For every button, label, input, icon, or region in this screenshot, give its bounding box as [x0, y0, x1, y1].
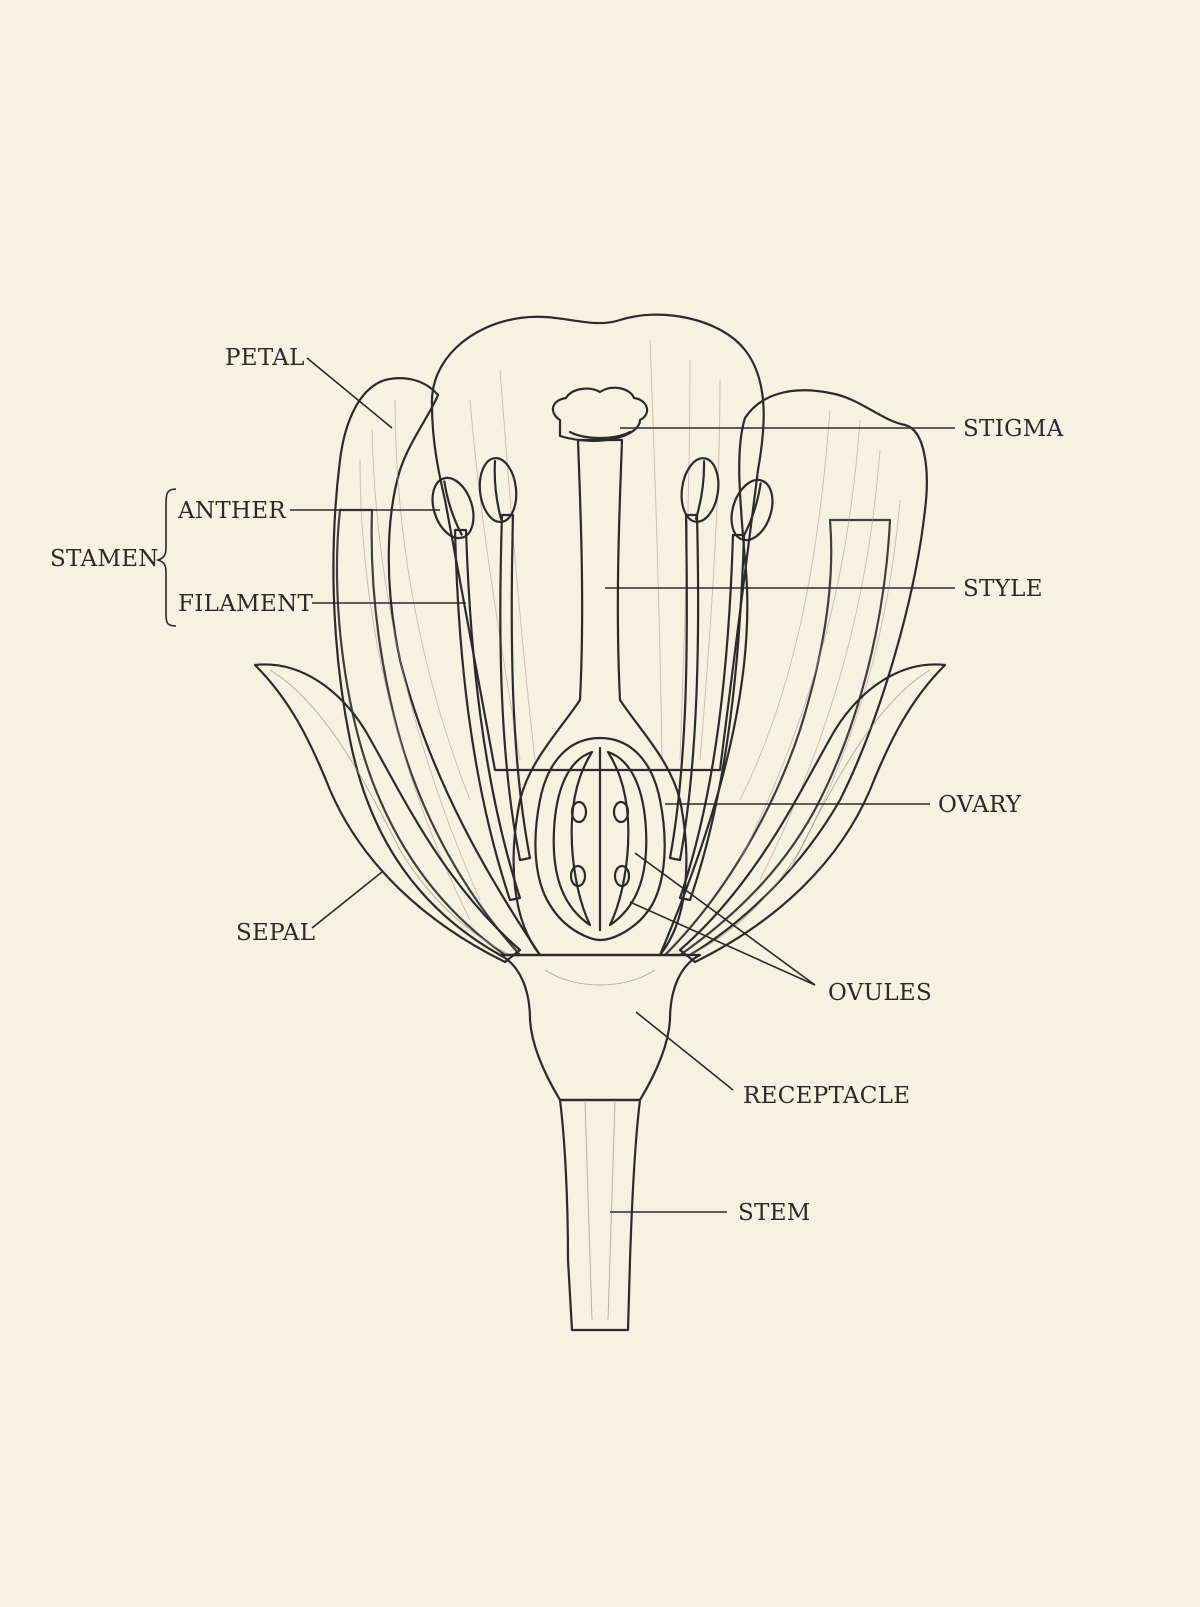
label-stigma: STIGMA	[963, 416, 1064, 442]
label-anther: ANTHER	[177, 498, 286, 524]
ovary	[534, 736, 666, 942]
leader-receptacle	[635, 1011, 734, 1091]
anther-3	[680, 457, 720, 523]
anther-4	[730, 478, 774, 542]
pistil-group	[512, 386, 688, 957]
petal-group	[332, 313, 928, 957]
label-group: PETAL ANTHER STAMEN FILAMENT SEPAL STIGM…	[50, 345, 1064, 1226]
ovule-4	[613, 864, 631, 888]
stem-group	[498, 953, 702, 1332]
petal-right	[658, 389, 928, 957]
filament-2	[499, 513, 532, 862]
petal-left	[332, 377, 542, 957]
stigma	[551, 386, 649, 442]
stamen-brace	[155, 488, 177, 627]
label-receptacle: RECEPTACLE	[743, 1083, 910, 1109]
leader-ovules-1	[634, 852, 816, 986]
leader-sepal	[311, 871, 383, 929]
label-stamen: STAMEN	[50, 546, 159, 572]
leader-lines	[155, 357, 955, 1213]
label-petal: PETAL	[225, 345, 305, 371]
label-filament: FILAMENT	[178, 591, 313, 617]
receptacle	[498, 953, 702, 1102]
label-style: STYLE	[963, 576, 1043, 602]
label-ovules: OVULES	[828, 980, 932, 1006]
filament-1	[453, 528, 522, 902]
label-ovary: OVARY	[938, 792, 1022, 818]
ovule-1	[570, 800, 588, 824]
ovule-2	[612, 800, 630, 824]
filament-3	[668, 513, 700, 862]
anther-2	[478, 457, 518, 523]
filament-4	[678, 533, 746, 902]
stamen-group	[431, 457, 774, 902]
stem	[558, 1098, 642, 1332]
label-sepal: SEPAL	[236, 920, 315, 946]
leader-petal	[306, 357, 393, 429]
leader-ovules-2	[629, 901, 816, 986]
petal-center	[430, 313, 765, 772]
ovule-3	[569, 864, 587, 888]
anther-1	[431, 476, 475, 540]
label-stem: STEM	[738, 1200, 811, 1226]
